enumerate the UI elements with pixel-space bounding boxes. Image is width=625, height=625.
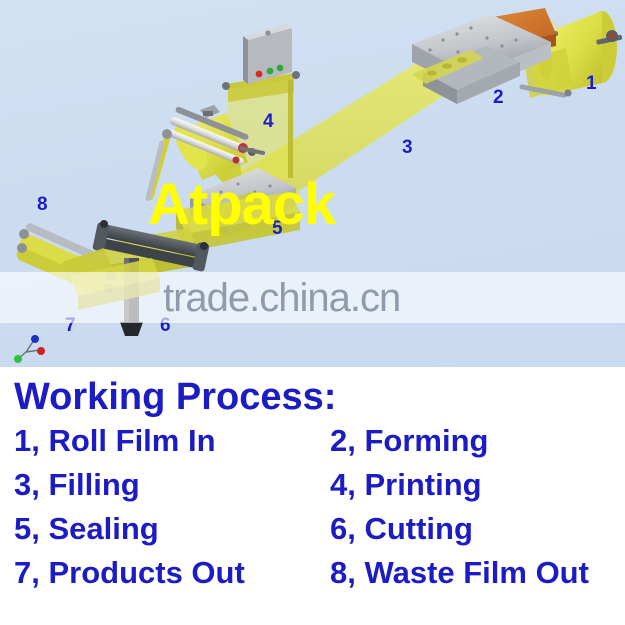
callout-8: 8 — [37, 194, 48, 215]
callout-1: 1 — [586, 73, 597, 94]
process-title: Working Process: — [14, 376, 337, 418]
hmi-indicator-red — [255, 70, 263, 78]
process-row: 1, Roll Film In 2, Forming — [0, 425, 625, 469]
process-step-4: 4, Printing — [330, 467, 482, 502]
process-step-2: 2, Forming — [330, 423, 489, 458]
callout-6: 6 — [160, 315, 171, 336]
process-step-7: 7, Products Out — [14, 555, 245, 590]
axis-y-marker — [14, 355, 22, 363]
working-process-section: Working Process: 1, Roll Film In 2, Form… — [0, 367, 625, 625]
brand-watermark: Atpack — [148, 172, 336, 237]
process-step-8: 8, Waste Film Out — [330, 555, 589, 590]
forming-station — [412, 8, 556, 104]
process-step-1: 1, Roll Film In — [14, 423, 216, 458]
process-step-grid: 1, Roll Film In 2, Forming 3, Filling 4,… — [0, 425, 625, 601]
callout-5: 5 — [272, 218, 283, 239]
process-row: 3, Filling 4, Printing — [0, 469, 625, 513]
callout-3: 3 — [402, 137, 413, 158]
process-row: 7, Products Out 8, Waste Film Out — [0, 557, 625, 601]
machine-diagram: 1 2 3 4 5 6 7 8 Atpack trade.china.cn — [0, 0, 625, 367]
callout-2: 2 — [493, 87, 504, 108]
hmi-control-panel — [243, 24, 292, 84]
process-step-3: 3, Filling — [14, 467, 140, 502]
callout-7: 7 — [65, 315, 76, 336]
axis-x-marker — [37, 347, 45, 355]
machine-diagram-svg — [14, 8, 623, 363]
hmi-indicator-green-2 — [276, 64, 284, 72]
process-row: 5, Sealing 6, Cutting — [0, 513, 625, 557]
printing-unit — [145, 71, 300, 201]
axis-gizmo-icon — [14, 335, 45, 363]
process-step-5: 5, Sealing — [14, 511, 159, 546]
axis-z-marker — [31, 335, 39, 343]
watermark-band — [0, 272, 625, 323]
callout-4: 4 — [263, 111, 274, 132]
process-step-6: 6, Cutting — [330, 511, 473, 546]
site-watermark: trade.china.cn — [163, 276, 401, 320]
hmi-indicator-green — [266, 67, 274, 75]
